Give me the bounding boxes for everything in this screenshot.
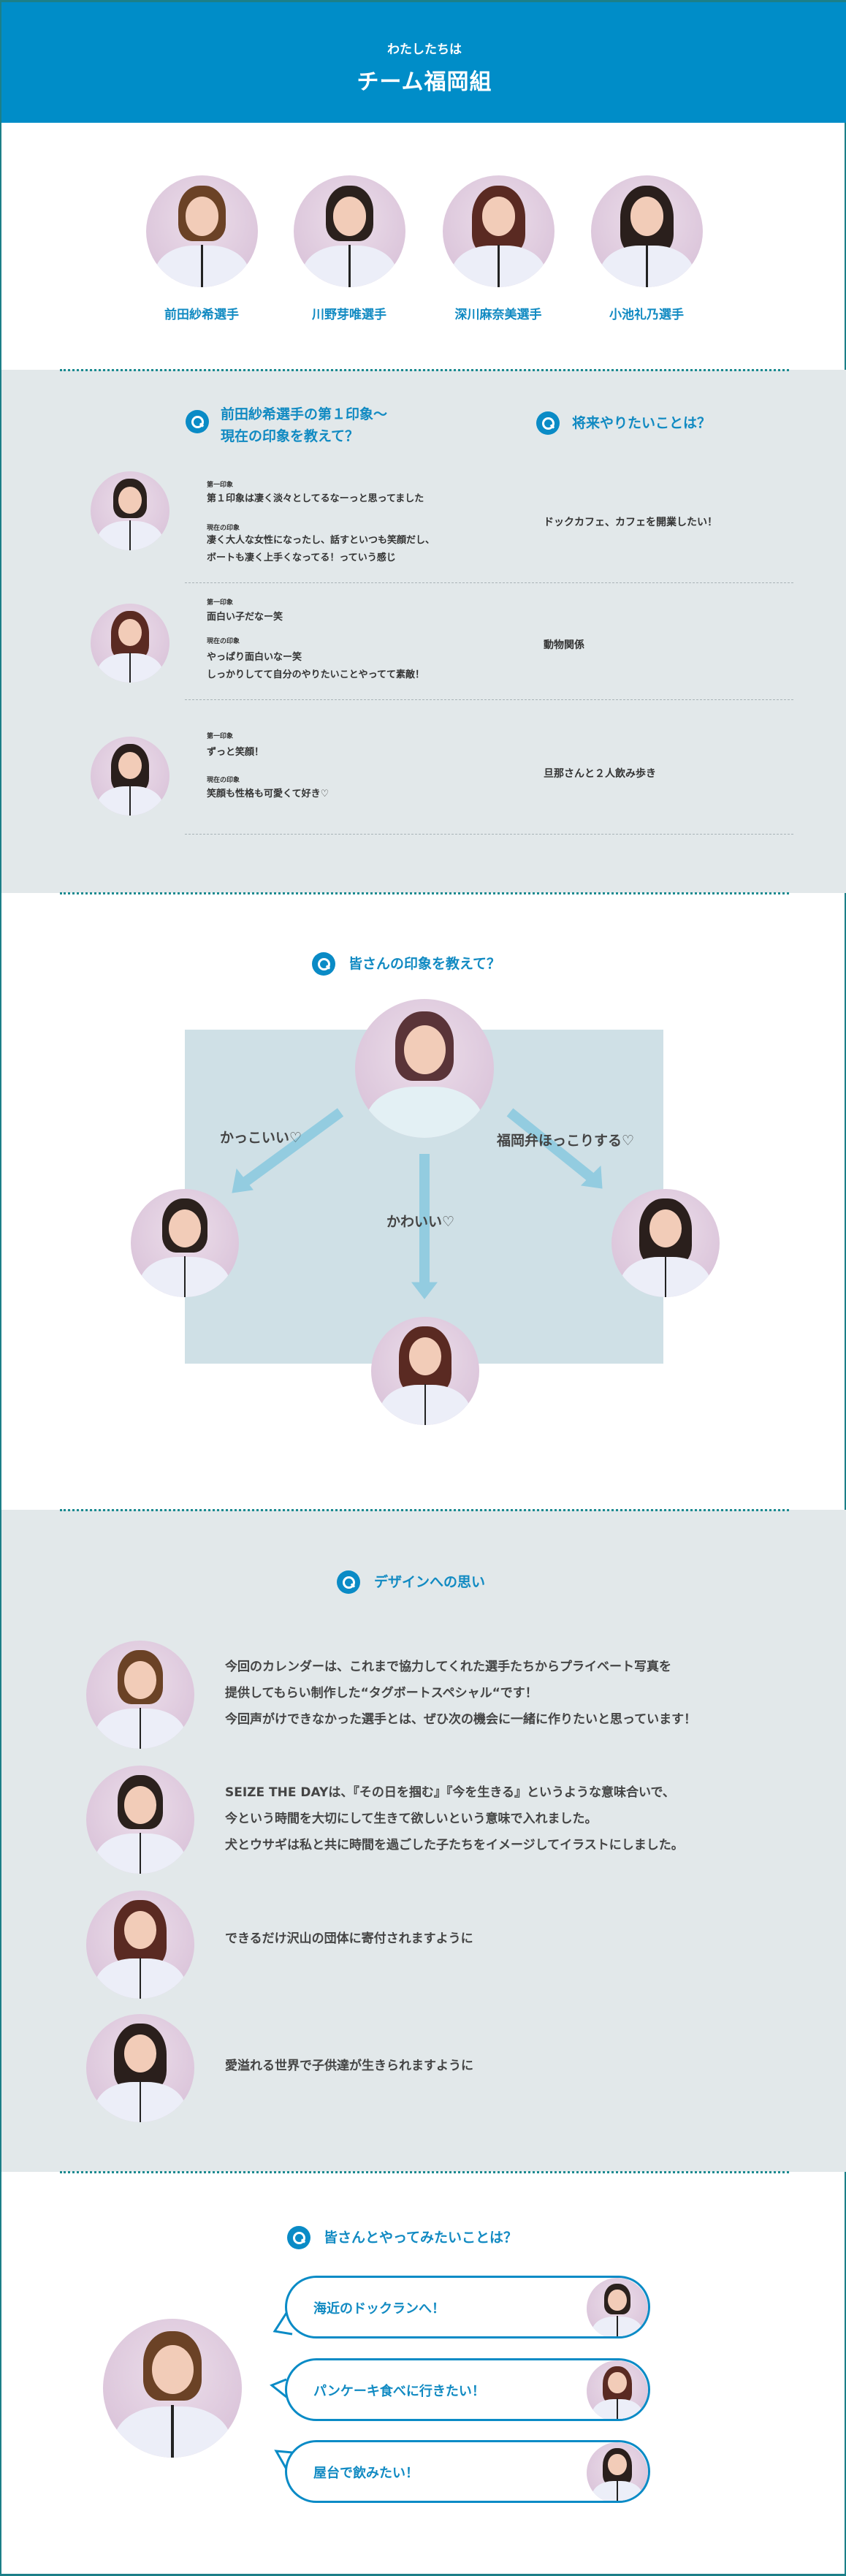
- bubble-text: パンケーキ食べに行きたい！: [313, 2384, 485, 2399]
- speech-bubble: パンケーキ食べに行きたい！: [285, 2358, 650, 2421]
- member-photo-kawano: [587, 2278, 648, 2336]
- label-current-impression: 現在の印象: [207, 525, 240, 532]
- header-subtitle: わたしたちは: [387, 42, 462, 57]
- member-photo-fukagawa: [371, 1317, 479, 1425]
- label-first-impression: 第一印象: [207, 733, 234, 740]
- bubble-tail: [270, 2378, 287, 2398]
- future-answer: ドックカフェ、カフェを開業したい！: [544, 517, 717, 528]
- future-answer: 旦那さんと２人飲み歩き: [544, 768, 656, 780]
- arrow-left-head: [232, 1168, 254, 1193]
- future-question: 将来やりたいことは？: [572, 415, 712, 431]
- member-photo-koike: [591, 175, 703, 287]
- label-first-impression: 第一印象: [207, 482, 234, 489]
- impression-arrows: [232, 1108, 603, 1299]
- center-member-photo: [355, 999, 494, 1138]
- member-photo-maeda: [103, 2319, 242, 2458]
- member-photo: [91, 737, 169, 816]
- message-line: 犬とウサギは私と共に時間を過ごした子たちをイメージしてイラストにしました。: [225, 1838, 684, 1853]
- member-name: 前田紗希選手: [164, 308, 239, 322]
- impression-question-line: 前田紗希選手の第１印象〜: [221, 406, 388, 422]
- member-photo: [91, 471, 169, 550]
- arrow-right: [506, 1108, 595, 1182]
- member-photo: [91, 604, 169, 683]
- design-message: 愛溢れる世界で子供達が生きられますように: [225, 2053, 473, 2079]
- speech-bubble: 海近のドックランへ！: [285, 2276, 650, 2338]
- message-line: できるだけ沢山の団体に寄付されますように: [225, 1931, 473, 1946]
- section-divider: [60, 2171, 789, 2173]
- design-message: できるだけ沢山の団体に寄付されますように: [225, 1926, 473, 1952]
- arrow-right-head: [580, 1165, 603, 1189]
- question-icon: [337, 1570, 360, 1594]
- member-photo-koike: [587, 2442, 648, 2501]
- message-line: SEIZE THE DAYは、『その日を掴む』『今を生きる』というような意味合い…: [225, 1785, 675, 1800]
- member-name: 川野芽唯選手: [312, 308, 386, 322]
- message-line: 今回のカレンダーは、これまで協力してくれた選手たちからプライベート写真を: [225, 1660, 671, 1674]
- member-photo-kawano: [86, 1766, 194, 1874]
- section-divider: [60, 369, 789, 371]
- first-impression-text: 第１印象は凄く淡々としてるなーっと思ってました: [207, 493, 424, 504]
- member-photo-maeda: [86, 1641, 194, 1749]
- together-question: 皆さんとやってみたいことは？: [324, 2230, 518, 2246]
- member-photo-kawano: [294, 175, 405, 287]
- page-header: わたしたちは チーム福岡組: [1, 0, 846, 123]
- arrow-left: [239, 1108, 344, 1188]
- current-impression-text: 凄く大人な女性になったし、話すといつも笑顔だし、: [207, 535, 435, 546]
- impression-label-right: 福岡弁ほっこりする♡: [497, 1133, 635, 1149]
- row-divider: [185, 834, 793, 835]
- question-icon: [186, 410, 209, 433]
- label-current-impression: 現在の印象: [207, 638, 240, 645]
- current-impression-text: 笑顔も性格も可愛くて好き♡: [207, 789, 329, 799]
- member-photo-koike: [86, 2014, 194, 2122]
- member-photo-fukagawa: [86, 1891, 194, 1999]
- member-photo-fukagawa: [443, 175, 555, 287]
- first-impression-text: ずっと笑顔！: [207, 747, 264, 758]
- message-line: 今という時間を大切にして生きて欲しいという意味で入れました。: [225, 1812, 598, 1826]
- member-photo-fukagawa: [587, 2360, 648, 2419]
- first-impression-text: 面白い子だなー笑: [207, 612, 283, 623]
- label-current-impression: 現在の印象: [207, 777, 240, 784]
- design-question: デザインへの思い: [374, 1574, 486, 1590]
- section-divider: [60, 892, 789, 894]
- label-first-impression: 第一印象: [207, 599, 234, 607]
- member-name: 深川麻奈美選手: [454, 308, 542, 322]
- message-line: 提供してもらい制作した“タグボートスペシャル“です！: [225, 1686, 538, 1701]
- current-impression-text: ボートも凄く上手くなってる！っていう感じ: [207, 552, 396, 563]
- current-impression-text: やっぱり面白いなー笑: [207, 652, 302, 663]
- member-name: 小池礼乃選手: [609, 308, 684, 322]
- speech-bubble: 屋台で飲みたい！: [285, 2440, 650, 2503]
- row-divider: [185, 699, 793, 700]
- current-impression-text: しっかりしてて自分のやりたいことやってて素敵！: [207, 669, 424, 680]
- member-photo-koike: [611, 1189, 720, 1297]
- member-photo-maeda: [146, 175, 258, 287]
- design-message: SEIZE THE DAYは、『その日を掴む』『今を生きる』というような意味合い…: [225, 1779, 684, 1858]
- diagram-question: 皆さんの印象を教えて？: [348, 956, 501, 972]
- impression-label-center: かわいい♡: [386, 1214, 455, 1230]
- message-line: 今回声がけできなかった選手とは、ぜひ次の機会に一緒に作りたいと思っています！: [225, 1712, 697, 1727]
- question-icon: [536, 411, 560, 435]
- question-icon: [287, 2226, 310, 2249]
- bubble-text: 海近のドックランへ！: [313, 2301, 445, 2317]
- message-line: 愛溢れる世界で子供達が生きられますように: [225, 2059, 473, 2073]
- member-photo-kawano: [131, 1189, 239, 1297]
- arrow-down-head: [411, 1282, 438, 1299]
- bubble-text: 屋台で飲みたい！: [313, 2466, 419, 2481]
- row-divider: [185, 582, 793, 583]
- question-icon: [312, 952, 335, 976]
- design-message: 今回のカレンダーは、これまで協力してくれた選手たちからプライベート写真を 提供し…: [225, 1654, 696, 1733]
- impression-label-left: かっこいい♡: [220, 1130, 302, 1146]
- impression-question-line: 現在の印象を教えて？: [221, 428, 359, 444]
- section-divider: [60, 1509, 789, 1511]
- header-title: チーム福岡組: [357, 69, 492, 95]
- future-answer: 動物関係: [544, 639, 584, 651]
